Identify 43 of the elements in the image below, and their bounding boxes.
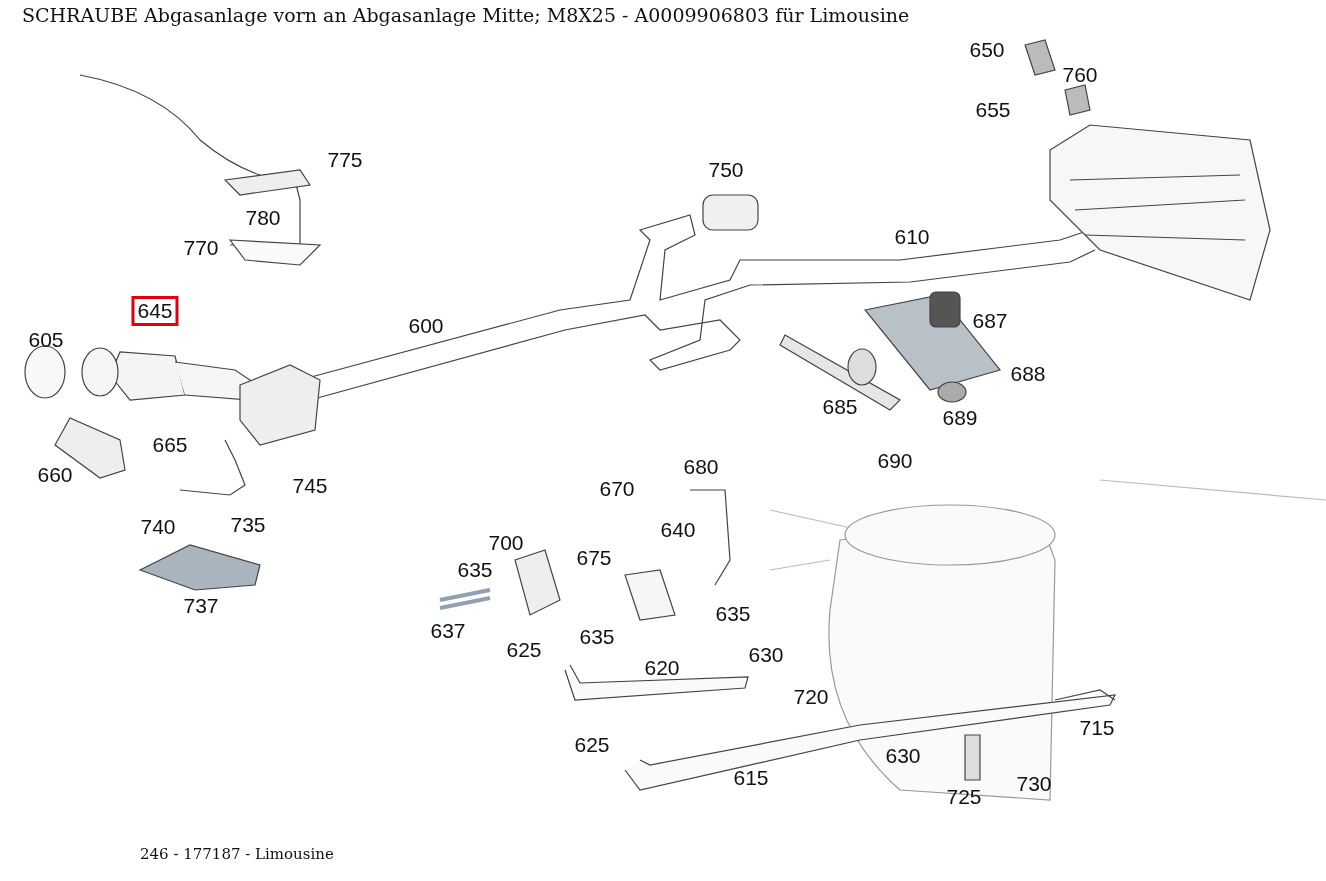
callout-number: 690: [877, 449, 913, 473]
callout-number: 737: [183, 594, 219, 618]
caption: 246 - 177187 - Limousine: [140, 845, 334, 863]
callout-number: 745: [292, 474, 328, 498]
callout-number: 615: [733, 766, 769, 790]
highlighted-callout-number: 645: [131, 296, 179, 326]
callout-number: 685: [822, 395, 858, 419]
callout-number: 689: [942, 406, 978, 430]
callout-number: 715: [1079, 716, 1115, 740]
callout-number: 600: [408, 314, 444, 338]
callout-number: 625: [574, 733, 610, 757]
callout-number: 680: [683, 455, 719, 479]
callout-number: 740: [140, 515, 176, 539]
callout-number: 635: [715, 602, 751, 626]
callout-number: 725: [946, 785, 982, 809]
callout-number: 655: [975, 98, 1011, 122]
callout-number: 610: [894, 225, 930, 249]
callout-number: 670: [599, 477, 635, 501]
callout-number: 775: [327, 148, 363, 172]
callout-number: 687: [972, 309, 1008, 333]
callout-number: 770: [183, 236, 219, 260]
callout-number: 665: [152, 433, 188, 457]
callout-number: 720: [793, 685, 829, 709]
callout-number: 750: [708, 158, 744, 182]
callout-number: 780: [245, 206, 281, 230]
callout-number: 730: [1016, 772, 1052, 796]
callout-number: 760: [1062, 63, 1098, 87]
callout-number: 635: [457, 558, 493, 582]
callout-number: 700: [488, 531, 524, 555]
callout-number: 630: [885, 744, 921, 768]
callout-number: 620: [644, 656, 680, 680]
callout-number: 675: [576, 546, 612, 570]
callout-number: 735: [230, 513, 266, 537]
title: SCHRAUBE Abgasanlage vorn an Abgasanlage Mitte; M8X25 - A0009906803 für Limousine: [22, 4, 910, 26]
callout-number: 625: [506, 638, 542, 662]
callout-number: 650: [969, 38, 1005, 62]
callout-number: 660: [37, 463, 73, 487]
callout-number: 630: [748, 643, 784, 667]
callout-number: 688: [1010, 362, 1046, 386]
callout-number: 605: [28, 328, 64, 352]
callout-number: 637: [430, 619, 466, 643]
callout-number: 640: [660, 518, 696, 542]
callout-number: 635: [579, 625, 615, 649]
